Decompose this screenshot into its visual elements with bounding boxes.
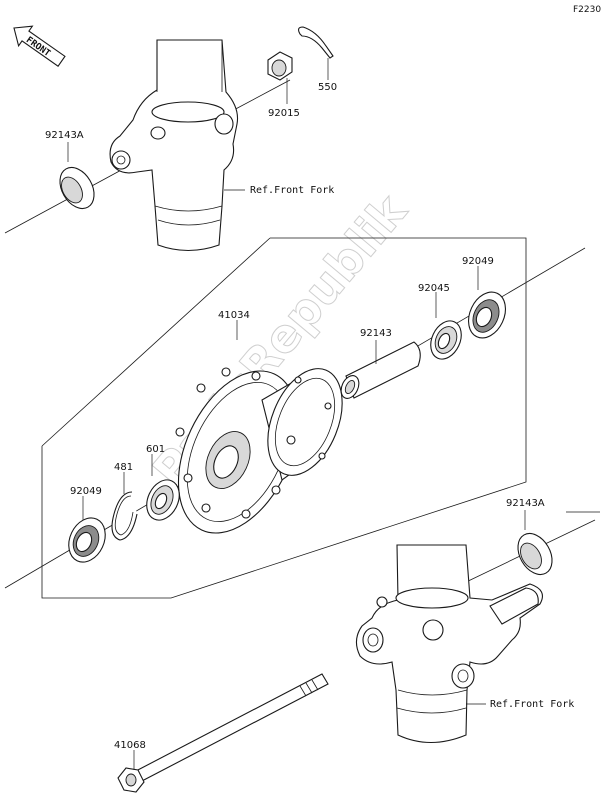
upper-fork-leg — [4, 39, 291, 252]
label-41034: 41034 — [218, 310, 250, 321]
part-481-circlip: 481 — [111, 462, 138, 541]
part-601-bearing: 601 — [146, 444, 180, 521]
front-direction-arrow: FRONT — [13, 25, 66, 67]
lower-fork-leg — [355, 511, 600, 743]
hub-assembly-frame — [41, 237, 527, 599]
ref-front-fork-upper: Ref.Front Fork — [250, 185, 334, 196]
part-41034-hub: 41034 — [175, 310, 343, 534]
label-92143: 92143 — [360, 328, 392, 339]
part-92143a-upper-collar: 92143A — [45, 130, 95, 210]
label-92143a-upper: 92143A — [45, 130, 84, 141]
part-41068-axle: 41068 — [114, 673, 329, 793]
part-92143-spacer: 92143 — [340, 328, 421, 399]
label-92015: 92015 — [268, 108, 300, 119]
part-92143a-lower-collar: 92143A — [506, 498, 553, 576]
part-92015-nut: 92015 — [267, 51, 300, 119]
figure-code: F2230 — [573, 5, 601, 15]
part-92049-seal-right: 92049 — [462, 256, 506, 339]
label-92049-left: 92049 — [70, 486, 102, 497]
part-550-cotter-pin: 550 — [298, 26, 337, 93]
label-481: 481 — [114, 462, 133, 473]
label-550: 550 — [318, 82, 337, 93]
label-92045: 92045 — [418, 283, 450, 294]
ref-front-fork-lower: Ref.Front Fork — [490, 699, 574, 710]
label-601: 601 — [146, 444, 165, 455]
label-92143a-lower: 92143A — [506, 498, 545, 509]
part-92049-seal-left: 92049 — [68, 486, 106, 563]
label-41068: 41068 — [114, 740, 146, 751]
part-92045-bearing: 92045 — [418, 283, 462, 360]
label-92049-right: 92049 — [462, 256, 494, 267]
